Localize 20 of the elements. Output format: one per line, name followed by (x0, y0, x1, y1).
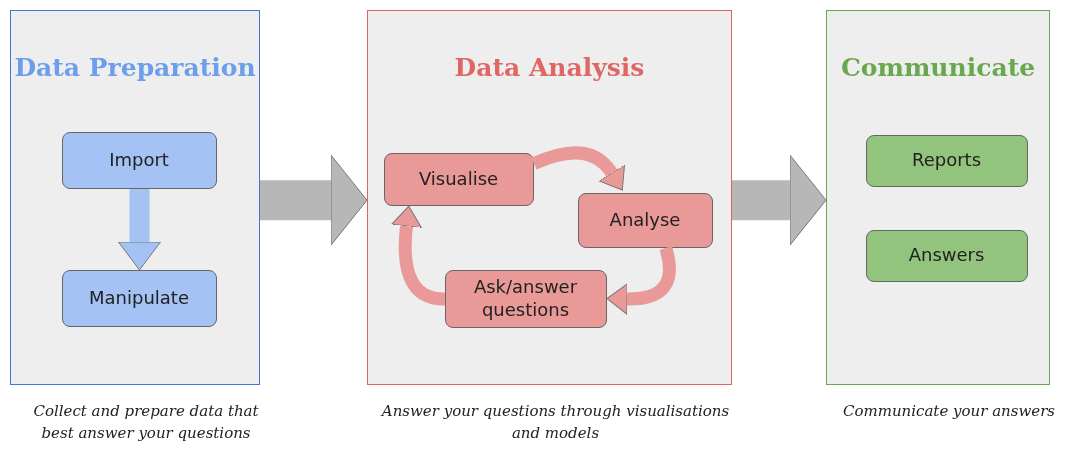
block-arrow (531, 146, 625, 190)
panel-caption: Collect and prepare data that best answer your questions (32, 401, 260, 444)
block-arrow (732, 154, 827, 246)
process-box: Answers (865, 229, 1028, 282)
panel-caption: Communicate your answers (841, 401, 1057, 422)
process-box: Import (61, 131, 217, 189)
panel-caption: Answer your questions through visualisations and models (379, 401, 731, 444)
panel-title: Data Analysis (454, 53, 645, 82)
panel (367, 10, 732, 385)
panel (826, 10, 1050, 385)
panel (10, 10, 260, 385)
block-arrow (260, 154, 368, 246)
process-box: Visualise (383, 152, 534, 206)
block-arrow (118, 189, 161, 271)
process-box: Manipulate (61, 269, 217, 327)
panel-title: Communicate (840, 53, 1036, 82)
process-box: Analyse (577, 192, 713, 248)
process-box: Reports (865, 134, 1028, 187)
panel-title: Data Preparation (14, 53, 256, 82)
process-box: Ask/answer questions (444, 269, 607, 328)
